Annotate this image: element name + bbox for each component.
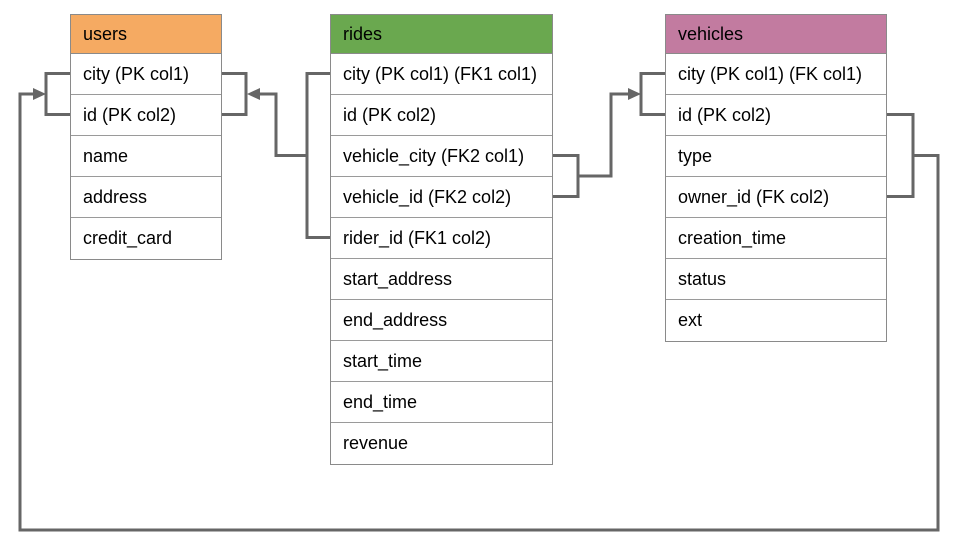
table-vehicles: vehicles city (PK col1) (FK col1) id (PK… [665, 14, 887, 342]
connector-fk-users-bracket [44, 72, 70, 116]
rides-column-revenue: revenue [331, 423, 552, 464]
vehicles-column-creation_time: creation_time [666, 218, 886, 259]
connector-fk1-rides-bracket [305, 72, 330, 239]
users-column-name: name [71, 136, 221, 177]
vehicles-column-type: type [666, 136, 886, 177]
vehicles-column-ext: ext [666, 300, 886, 341]
fk-arrowhead-icon [33, 88, 46, 100]
rides-column-vehicle_id: vehicle_id (FK2 col2) [331, 177, 552, 218]
vehicles-column-id: id (PK col2) [666, 95, 886, 136]
vehicles-column-status: status [666, 259, 886, 300]
rides-column-end_address: end_address [331, 300, 552, 341]
rides-column-rider_id: rider_id (FK1 col2) [331, 218, 552, 259]
vehicles-column-city: city (PK col1) (FK col1) [666, 54, 886, 95]
connector-fk1-users-bracket [222, 72, 248, 116]
rides-column-city: city (PK col1) (FK1 col1) [331, 54, 552, 95]
fk2-arrowhead-icon [628, 88, 641, 100]
table-users: users city (PK col1) id (PK col2) name a… [70, 14, 222, 260]
rides-column-start_time: start_time [331, 341, 552, 382]
rides-column-id: id (PK col2) [331, 95, 552, 136]
rides-column-start_address: start_address [331, 259, 552, 300]
users-column-id: id (PK col2) [71, 95, 221, 136]
users-column-credit_card: credit_card [71, 218, 221, 259]
table-vehicles-header: vehicles [666, 15, 886, 54]
fk1-arrowhead-icon [247, 88, 260, 100]
connector-fk2-link [578, 92, 629, 178]
vehicles-column-owner_id: owner_id (FK col2) [666, 177, 886, 218]
connector-fk2-vehicles-bracket [639, 72, 665, 116]
table-users-header: users [71, 15, 221, 54]
connector-fk2-rides-bracket [553, 154, 580, 198]
connector-fk-vehicles-bracket [887, 113, 915, 198]
rides-column-end_time: end_time [331, 382, 552, 423]
table-rides-header: rides [331, 15, 552, 54]
table-rides: rides city (PK col1) (FK1 col1) id (PK c… [330, 14, 553, 465]
connector-fk1-link [259, 92, 307, 157]
rides-column-vehicle_city: vehicle_city (FK2 col1) [331, 136, 552, 177]
users-column-address: address [71, 177, 221, 218]
users-column-city: city (PK col1) [71, 54, 221, 95]
